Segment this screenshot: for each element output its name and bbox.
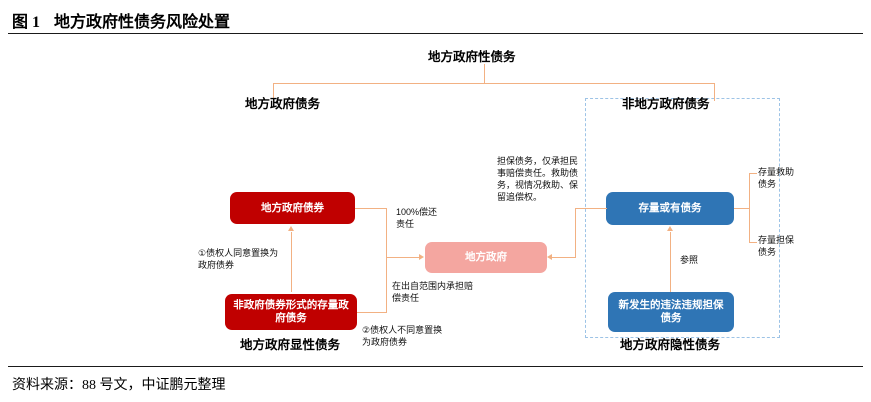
- page-title: 图 1 地方政府性债务风险处置: [12, 8, 230, 32]
- footer-divider: [8, 366, 863, 367]
- bottom-right-label: 地方政府隐性债务: [620, 338, 721, 352]
- label-stock-rescue-debt: 存量救助债务: [758, 167, 795, 189]
- contingent-to-gov-line-h2: [552, 257, 576, 259]
- annotation-guarantee-note: 担保债务，仅承担民事赔偿责任。救助债务，视情况救助、保留追偿权。: [497, 156, 579, 202]
- option-one-arrow: [288, 226, 294, 231]
- figure-title-text: 地方政府性债务风险处置: [54, 14, 231, 31]
- annotation-reference: 参照: [680, 255, 699, 265]
- right-branch-line: [714, 83, 716, 101]
- implicit-debt-region: [585, 98, 780, 338]
- node-stock-contingent-debt[interactable]: 存量或有债务: [606, 192, 734, 225]
- bottom-left-label: 地方政府显性债务: [240, 338, 341, 352]
- stockdebt-to-gov-line-h: [357, 312, 386, 314]
- figure-number: 图 1: [12, 14, 41, 31]
- root-spine-line: [273, 83, 715, 85]
- node-non-bond-stock-debt[interactable]: 非政府债券形式的存量政府债务: [225, 294, 357, 330]
- option-one-line: [291, 232, 293, 292]
- contingent-to-gov-line-h: [575, 208, 607, 210]
- annotation-option-two: ②债权人不同意置换为政府债券: [362, 325, 443, 347]
- annotation-compensation-scope: 在出自范围内承担赔偿责任: [392, 281, 474, 303]
- source-note: 资料来源：88 号文，中证鹏元整理: [12, 378, 226, 393]
- node-local-government[interactable]: 地方政府: [425, 242, 547, 273]
- title-divider-top: [8, 33, 863, 34]
- root-node-label: 地方政府性债务: [428, 50, 516, 64]
- contingent-to-gov-arrow: [547, 254, 552, 260]
- root-stem-line: [484, 64, 486, 84]
- annotation-option-one: ①债权人同意置换为政府债券: [198, 248, 279, 270]
- node-local-gov-bond[interactable]: 地方政府债券: [230, 192, 355, 224]
- reference-line: [670, 232, 672, 292]
- diagram-canvas: 地方政府性债务 地方政府债务 非地方政府债务 地方政府债券 非政府债券形式的存量…: [0, 36, 871, 364]
- bond-to-gov-line-h: [355, 208, 387, 210]
- bracket-vertical-line: [749, 173, 751, 243]
- figure-title-bar: 图 1 地方政府性债务风险处置: [8, 6, 863, 36]
- annotation-repay-100: 100%偿还责任: [396, 207, 438, 229]
- left-branch-line: [273, 83, 275, 101]
- bond-to-gov-arrow: [419, 254, 424, 260]
- bracket-bottom-line: [749, 242, 757, 244]
- stockdebt-to-gov-line-v: [386, 257, 388, 313]
- bracket-top-line: [749, 173, 757, 175]
- bracket-stem-line: [734, 208, 750, 210]
- node-new-illegal-guarantee-debt[interactable]: 新发生的违法违规担保债务: [608, 292, 734, 332]
- reference-arrow: [667, 226, 673, 231]
- contingent-to-gov-line-v: [575, 208, 577, 258]
- label-stock-guarantee-debt: 存量担保债务: [758, 235, 795, 257]
- bond-to-gov-line-v: [386, 208, 388, 258]
- branch-left-label: 地方政府债务: [245, 97, 321, 111]
- branch-right-label: 非地方政府债务: [622, 97, 710, 111]
- bond-to-gov-line-h2: [386, 257, 420, 259]
